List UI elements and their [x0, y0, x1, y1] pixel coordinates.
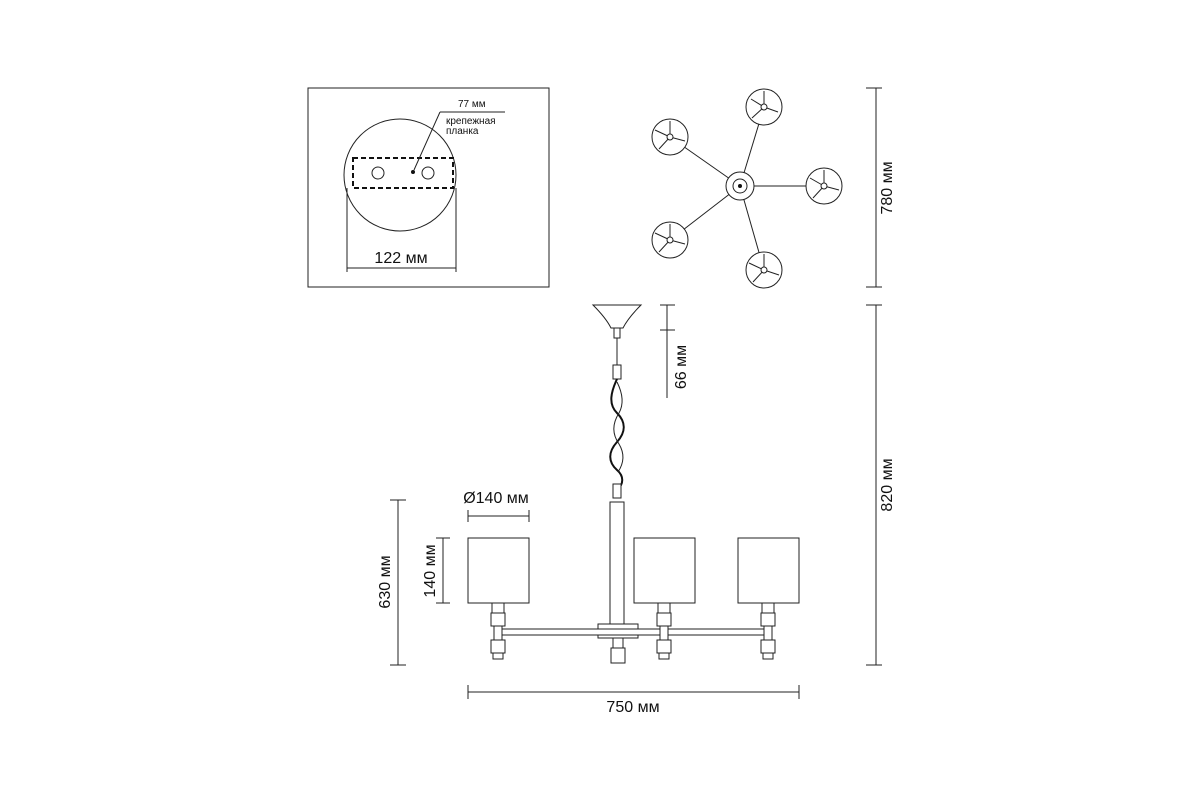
- lamp-socket-top: [761, 602, 775, 614]
- top-view: 780 мм: [651, 87, 896, 289]
- chain-connector: [612, 364, 622, 380]
- lamp-cube-upper: [760, 612, 776, 627]
- chain-connector-bottom: [612, 483, 622, 499]
- canopy-neck: [613, 327, 621, 339]
- bar-leader-line: [413, 111, 441, 171]
- total-height-label: 820 мм: [879, 458, 896, 511]
- shade-top-5: [651, 118, 689, 156]
- chain-links-back: [613, 381, 624, 473]
- top-hub-inner: [732, 178, 748, 194]
- center-stem: [609, 501, 625, 625]
- lamp-cube-lower: [656, 639, 672, 654]
- shade-diameter-label: Ø140 мм: [463, 490, 529, 507]
- chain-links: [609, 378, 625, 491]
- shade-top-1: [745, 88, 783, 126]
- lamp-socket-top: [657, 602, 671, 614]
- front-chain: [609, 364, 625, 499]
- lamp-cube-lower: [490, 639, 506, 654]
- lamp-spacer: [659, 625, 669, 641]
- shade-socket: [760, 266, 768, 274]
- mounting-bar: [352, 157, 454, 189]
- mount-center-point: [411, 170, 415, 174]
- width-label: 750 мм: [606, 699, 659, 716]
- lamp-bottom-cap: [492, 652, 504, 660]
- lamp-socket-top: [491, 602, 505, 614]
- shade-socket: [760, 103, 768, 111]
- lamp-cube-upper: [656, 612, 672, 627]
- min-height-label: 630 мм: [377, 555, 394, 608]
- canopy-height-label: 66 мм: [673, 345, 690, 389]
- shade-height-label: 140 мм: [422, 544, 439, 597]
- shade-top-3: [745, 251, 783, 289]
- lamp-bottom-cap: [658, 652, 670, 660]
- lampshade: [737, 537, 800, 604]
- mount-hole-left: [371, 166, 385, 180]
- canopy-circle: [343, 118, 457, 232]
- lamp-cube-upper: [490, 612, 506, 627]
- mount-hole-right: [421, 166, 435, 180]
- shade-socket: [666, 133, 674, 141]
- lamp-cube-lower: [760, 639, 776, 654]
- shade-top-2: [805, 167, 843, 205]
- front-view: 66 мм 820 мм Ø140 мм 140 мм 630 мм 750 м…: [377, 304, 896, 716]
- shade-socket: [666, 236, 674, 244]
- diameter-label: 122 мм: [374, 250, 427, 267]
- shade-top-4: [651, 221, 689, 259]
- horizontal-arm: [496, 628, 770, 636]
- lamp-middle: [633, 537, 696, 660]
- depth-label: 780 мм: [879, 161, 896, 214]
- lamp-bottom-cap: [762, 652, 774, 660]
- shade-socket: [820, 182, 828, 190]
- lamp-spacer: [493, 625, 503, 641]
- lamp-spacer: [763, 625, 773, 641]
- mount-plate-panel: 77 мм крепежная планка 122 мм: [307, 87, 550, 288]
- center-finial-neck: [612, 637, 624, 649]
- mount-plate-frame: [307, 87, 550, 288]
- center-finial: [610, 647, 626, 664]
- front-canopy: [591, 304, 643, 329]
- top-hub-dot: [738, 184, 742, 188]
- slot-width-label: 77 мм: [458, 99, 486, 110]
- bar-label-line1: крепежная: [446, 116, 496, 127]
- bar-label-line2: планка: [446, 126, 479, 137]
- lamp-left: [467, 537, 530, 660]
- lamp-right: [737, 537, 800, 660]
- lampshade: [633, 537, 696, 604]
- lampshade: [467, 537, 530, 604]
